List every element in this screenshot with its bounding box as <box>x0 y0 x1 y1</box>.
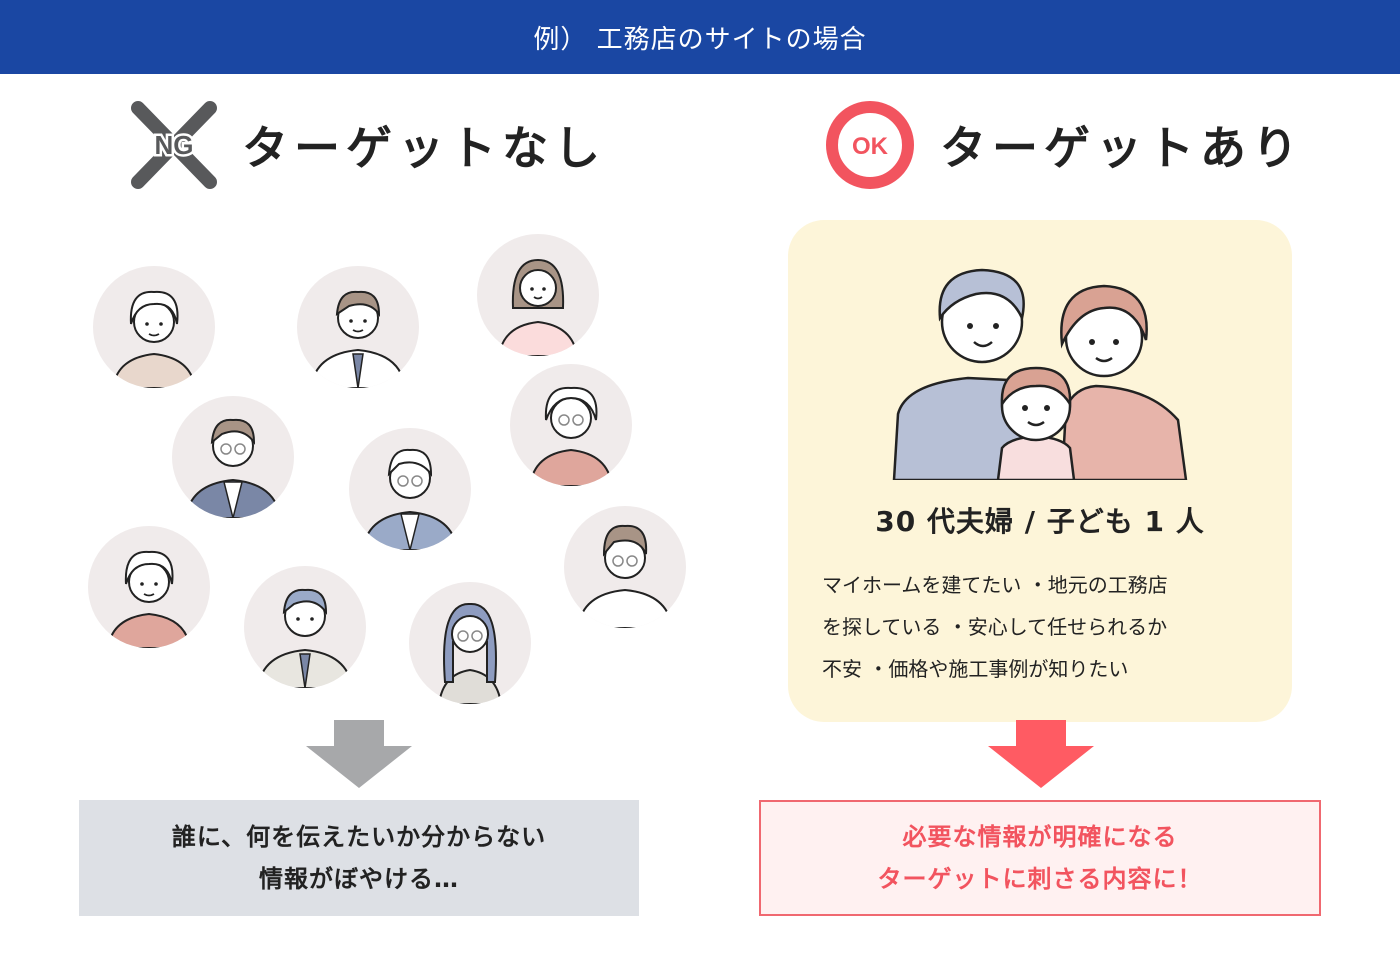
person-avatar <box>244 566 366 688</box>
person-avatar <box>297 266 419 388</box>
ng-result-line: 誰に、何を伝えたいか分からない <box>171 823 547 851</box>
person-avatar <box>409 582 531 704</box>
person-avatar <box>93 266 215 388</box>
person-avatar <box>349 428 471 550</box>
persona-description: マイホームを建てたい ・地元の工務店 を探している ・安心して任せられるか 不安… <box>822 564 1262 690</box>
person-avatar <box>510 364 632 486</box>
banner-title: 例） 工務店のサイトの場合 <box>533 24 867 55</box>
down-arrow-icon <box>306 720 412 788</box>
persona-card: 30 代夫婦 / 子ども 1 人 マイホームを建てたい ・地元の工務店 を探して… <box>788 220 1292 722</box>
persona-title: 30 代夫婦 / 子ども 1 人 <box>875 505 1205 538</box>
family-illustration <box>892 268 1188 480</box>
persona-line: マイホームを建てたい ・地元の工務店 <box>822 573 1168 597</box>
person-avatar <box>172 396 294 518</box>
ng-x-icon: NG <box>131 101 217 189</box>
banner: 例） 工務店のサイトの場合 <box>0 0 1400 74</box>
ng-badge-text: NG <box>155 130 194 160</box>
ng-heading-label: ターゲットなし <box>242 121 606 175</box>
person-avatar <box>88 526 210 648</box>
ng-result-line: 情報がぼやける… <box>259 865 459 893</box>
ok-badge-text: OK <box>852 133 889 160</box>
persona-line: 不安 ・価格や施工事例が知りたい <box>822 657 1129 681</box>
person-avatar <box>564 506 686 628</box>
ok-heading: OK ターゲットあり <box>822 100 1304 190</box>
ok-result-line: ターゲットに刺さる内容に！ <box>877 865 1203 893</box>
ng-heading: NG ターゲットなし <box>128 100 606 190</box>
persona-line: を探している ・安心して任せられるか <box>822 615 1168 639</box>
person-avatar <box>477 234 599 356</box>
ok-result-box: 必要な情報が明確になる ターゲットに刺さる内容に！ <box>759 800 1321 916</box>
ok-circle-icon: OK <box>826 101 914 189</box>
down-arrow-icon <box>988 720 1094 788</box>
ok-heading-label: ターゲットあり <box>940 121 1304 175</box>
ng-result-box: 誰に、何を伝えたいか分からない 情報がぼやける… <box>79 800 639 916</box>
ok-result-line: 必要な情報が明確になる <box>902 823 1178 851</box>
